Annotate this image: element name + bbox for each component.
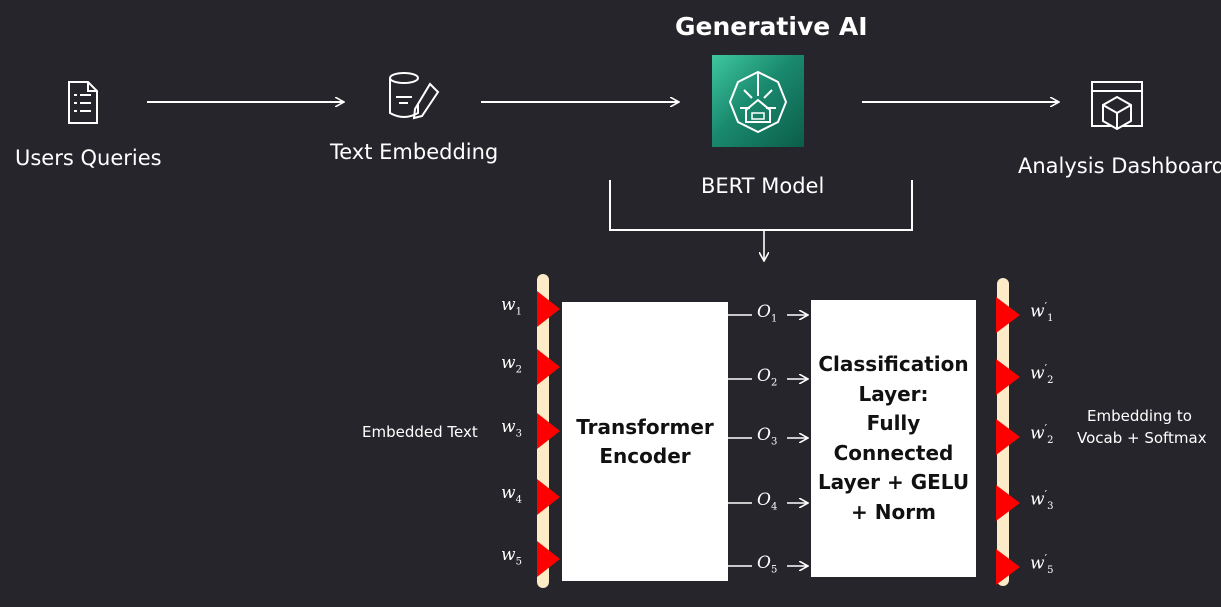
predicted-token-3-index: 2 [1047,435,1054,447]
input-token-2-base: w [501,353,516,373]
predicted-token-4-base: w [1030,489,1045,510]
predicted-token-1-prime: ′ [1044,300,1048,313]
predicted-token-5: w′5 [1030,552,1053,576]
predicted-token-1-base: w [1030,301,1045,322]
input-marker-4 [537,479,560,515]
input-token-2-index: 2 [515,364,522,376]
predicted-token-5-index: 5 [1047,565,1054,577]
input-token-4-index: 4 [515,494,522,506]
input-marker-3 [537,413,560,449]
predicted-token-1: w′1 [1030,300,1053,324]
input-token-1: w1 [501,295,522,317]
predicted-token-5-base: w [1030,553,1045,574]
encoder-output-4: O4 [757,490,777,512]
output-label-line-2: Vocab + Softmax [1077,429,1207,447]
predicted-token-2-base: w [1030,363,1045,384]
encoder-output-1-base: O [757,302,771,322]
output-marker-3 [996,419,1020,455]
input-token-5-base: w [501,545,516,565]
predicted-token-3-base: w [1030,423,1045,444]
encoder-output-1: O1 [757,302,777,324]
encoder-output-5: O5 [757,553,777,575]
predicted-token-2-prime: ′ [1044,362,1048,375]
input-token-4: w4 [501,483,522,505]
input-token-3-base: w [501,417,516,437]
classifier-line-4: Connected [833,440,954,465]
input-token-2: w2 [501,353,522,375]
encoder-line-1: Transformer [576,414,714,439]
input-token-1-index: 1 [515,306,522,318]
classification-layer-box: Classification Layer: Fully Connected La… [811,300,976,577]
encoder-output-2-index: 2 [770,377,778,389]
diagram-title: Generative AI [675,12,868,41]
input-token-3-index: 3 [515,428,522,440]
encoder-output-3: O3 [757,425,777,447]
predicted-token-3: w′2 [1030,422,1053,446]
encoder-output-5-base: O [757,553,771,573]
encoder-output-5-index: 5 [770,564,778,576]
input-token-3: w3 [501,417,522,439]
transformer-encoder-box: Transformer Encoder [562,302,728,581]
input-marker-5 [537,541,560,577]
input-token-1-base: w [501,295,516,315]
predicted-token-5-prime: ′ [1044,552,1048,565]
encoder-line-2: Encoder [599,443,691,468]
classifier-line-3: Fully [866,411,921,435]
classifier-line-1: Classification [818,352,969,376]
output-marker-1 [996,297,1020,333]
encoder-output-4-base: O [757,490,771,510]
encoder-output-4-index: 4 [770,501,778,513]
output-marker-5 [996,549,1020,585]
output-marker-2 [996,359,1020,395]
encoder-output-lines [728,315,808,566]
predicted-token-4-index: 3 [1047,501,1054,513]
encoder-output-3-base: O [757,425,771,445]
input-marker-2 [537,349,560,385]
output-marker-4 [996,485,1020,521]
embedded-text-label: Embedded Text [362,423,478,441]
analysis-dashboard-label: Analysis Dashboard [1018,154,1221,178]
input-token-5: w5 [501,545,522,567]
predicted-token-3-prime: ′ [1044,422,1048,435]
encoder-output-2-base: O [757,366,771,386]
classifier-line-2: Layer: [858,381,929,406]
input-marker-1 [537,291,560,327]
bert-expansion-bracket [609,180,913,231]
predicted-token-1-index: 1 [1047,313,1054,325]
input-token-4-base: w [501,483,516,503]
predicted-token-4: w′3 [1030,488,1053,512]
text-embedding-label: Text Embedding [330,140,499,164]
encoder-output-3-index: 3 [770,436,778,448]
output-label-line-1: Embedding to [1087,407,1192,425]
predicted-token-2-index: 2 [1047,375,1054,387]
predicted-token-4-prime: ′ [1044,488,1048,501]
predicted-token-2: w′2 [1030,362,1053,386]
input-token-5-index: 5 [515,556,522,568]
bert-model-label: BERT Model [701,174,825,198]
encoder-output-1-index: 1 [770,313,778,325]
classifier-line-6: + Norm [851,499,936,524]
users-queries-label: Users Queries [15,146,162,170]
classifier-line-5: Layer + GELU [817,470,970,494]
encoder-output-2: O2 [757,366,777,388]
